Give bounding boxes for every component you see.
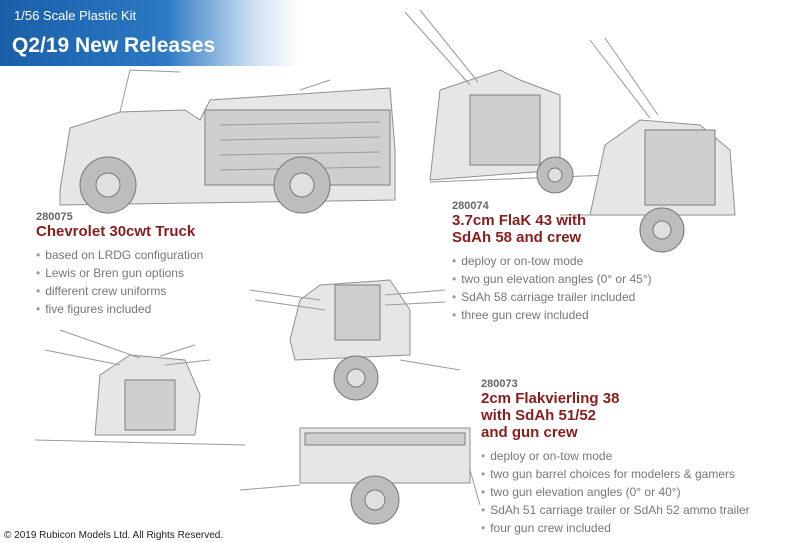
ammo-trailer-illustration xyxy=(239,427,481,525)
product-title-line: SdAh 58 and crew xyxy=(452,229,582,246)
feature-item: five figures included xyxy=(36,300,266,318)
feature-list: deploy or on-tow mode two gun barrel cho… xyxy=(481,447,796,537)
flak43-illustration xyxy=(404,9,736,253)
feature-list: deploy or on-tow mode two gun elevation … xyxy=(452,252,782,324)
product-code: 280075 xyxy=(36,211,73,223)
product-title-line: Chevrolet 30cwt Truck xyxy=(36,223,196,240)
feature-item: three gun crew included xyxy=(452,306,782,324)
feature-item: four gun crew included xyxy=(481,519,796,537)
flakvierling-towed-illustration xyxy=(249,279,461,401)
product-title-line: with SdAh 51/52 xyxy=(481,407,597,424)
feature-item: two gun elevation angles (0° or 45°) xyxy=(452,270,782,288)
page-title: Q2/19 New Releases xyxy=(12,34,216,57)
feature-item: deploy or on-tow mode xyxy=(481,447,796,465)
product-title: Chevrolet 30cwt Truck xyxy=(36,223,266,240)
feature-item: two gun elevation angles (0° or 40°) xyxy=(481,483,796,501)
product-title: 2cm Flakvierling 38 with SdAh 51/52 and … xyxy=(481,390,796,441)
flakvierling-deployed-illustration xyxy=(34,329,246,446)
product-title-line: 2cm Flakvierling 38 xyxy=(481,390,620,407)
feature-item: SdAh 58 carriage trailer included xyxy=(452,288,782,306)
feature-item: deploy or on-tow mode xyxy=(452,252,782,270)
feature-item: two gun barrel choices for modelers & ga… xyxy=(481,465,796,483)
feature-item: based on LRDG configuration xyxy=(36,246,266,264)
feature-item: SdAh 51 carriage trailer or SdAh 52 ammo… xyxy=(481,501,796,519)
product-code: 280073 xyxy=(481,378,518,390)
product-card-280075: 280075 Chevrolet 30cwt Truck based on LR… xyxy=(36,211,266,318)
product-card-280074: 280074 3.7cm FlaK 43 with SdAh 58 and cr… xyxy=(452,200,782,324)
product-title: 3.7cm FlaK 43 with SdAh 58 and crew xyxy=(452,212,782,246)
product-title-line: 3.7cm FlaK 43 with xyxy=(452,212,587,229)
feature-item: Lewis or Bren gun options xyxy=(36,264,266,282)
scale-kicker: 1/56 Scale Plastic Kit xyxy=(14,8,137,23)
truck-illustration xyxy=(59,69,396,214)
copyright-footer: © 2019 Rubicon Models Ltd. All Rights Re… xyxy=(4,530,224,541)
product-code: 280074 xyxy=(452,200,489,212)
feature-item: different crew uniforms xyxy=(36,282,266,300)
feature-list: based on LRDG configuration Lewis or Bre… xyxy=(36,246,266,318)
header-banner: 1/56 Scale Plastic Kit Q2/19 New Release… xyxy=(0,0,300,66)
product-card-280073: 280073 2cm Flakvierling 38 with SdAh 51/… xyxy=(481,378,796,537)
product-title-line: and gun crew xyxy=(481,424,578,441)
